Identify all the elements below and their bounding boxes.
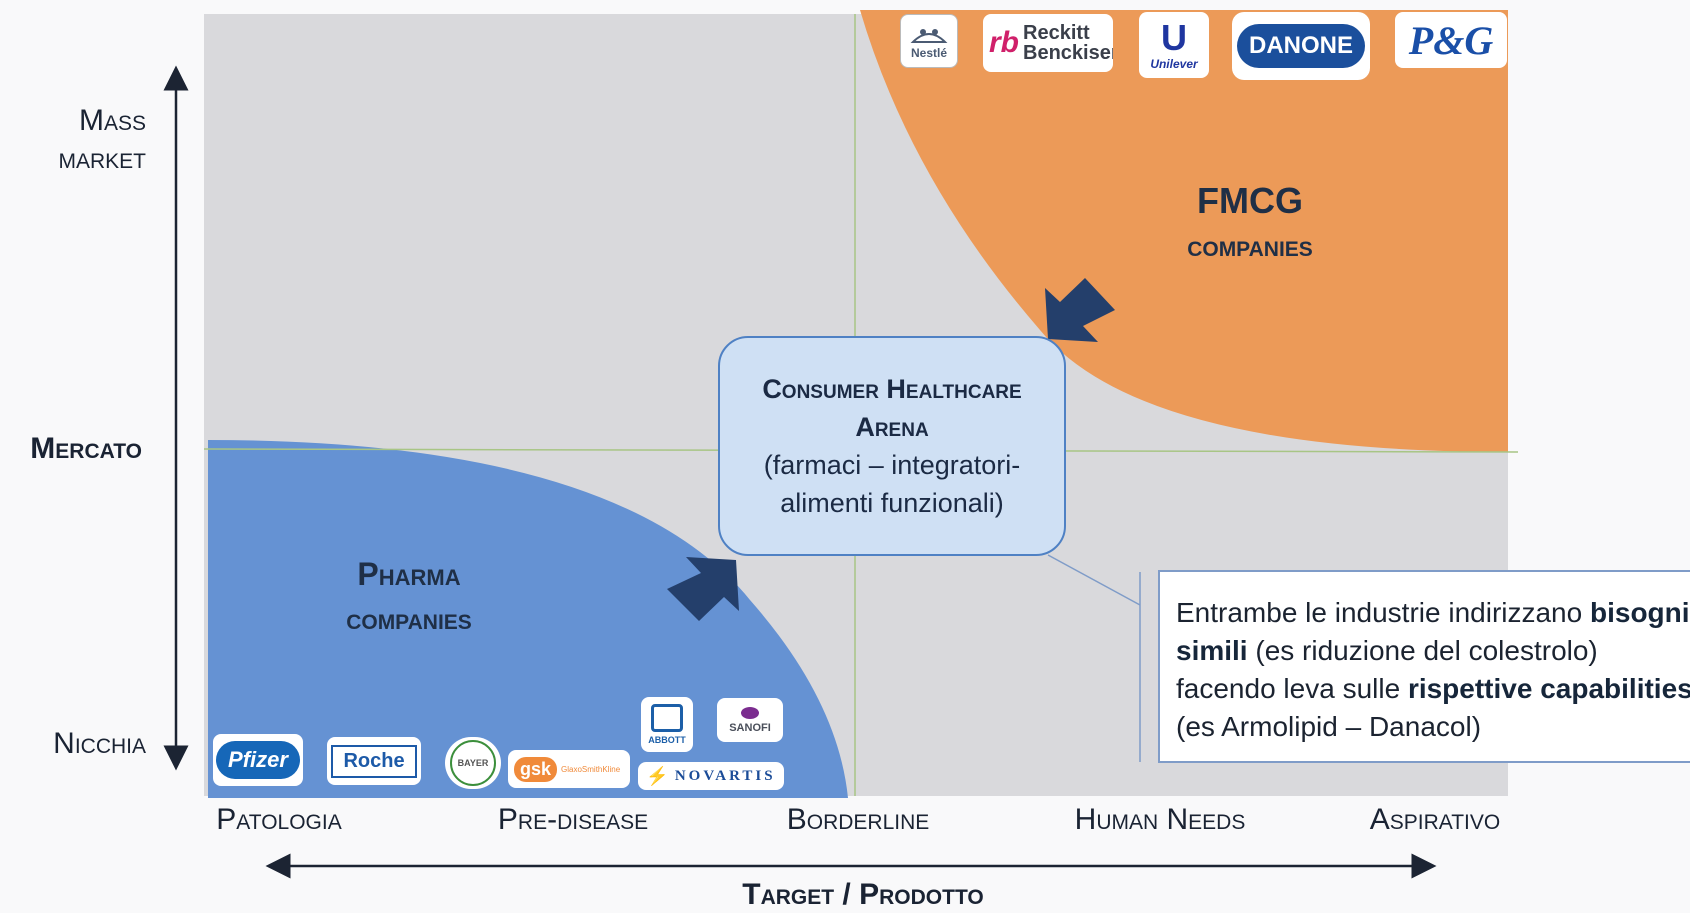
pharma-pointing-arrow	[667, 557, 739, 621]
bayer-logo: BAYER	[445, 737, 501, 789]
fmcg-title-line2: companies	[1187, 230, 1313, 263]
y-label-mass: Mass	[78, 104, 146, 137]
gsk-logo: gsk GlaxoSmithKline	[508, 750, 630, 788]
x-axis-title: Target / Prodotto	[742, 878, 984, 911]
gsk-text: gsk	[514, 756, 558, 782]
pg-text: P&G	[1408, 17, 1494, 63]
unilever-u-icon: U	[1161, 17, 1187, 58]
y-label-mercato: Mercato	[30, 432, 142, 465]
y-label-nicchia: Nicchia	[53, 727, 146, 760]
sanofi-text: SANOFI	[729, 721, 771, 734]
arena-desc-line1: (farmaci – integratori-	[763, 450, 1021, 480]
nest-bird-icon	[910, 29, 948, 43]
roche-logo: Roche	[327, 737, 421, 785]
y-label-market: market	[58, 142, 146, 175]
note-bold-1: bisogni simili	[1176, 597, 1690, 666]
danone-logo: DANONE	[1232, 12, 1370, 80]
bayer-text: BAYER	[450, 740, 496, 786]
x-label-aspirativo: Aspirativo	[1369, 803, 1501, 836]
pfizer-text: Pfizer	[216, 741, 300, 779]
abbott-logo: ABBOTT	[641, 697, 693, 752]
fmcg-title: FMCG companies	[1130, 180, 1370, 264]
arena-title-line2: Arena	[855, 412, 929, 442]
reckitt-text: Reckitt Benckiser	[1023, 23, 1113, 63]
danone-text: DANONE	[1236, 24, 1365, 68]
note-text-1: Entrambe le industrie indirizzano	[1176, 597, 1590, 628]
pfizer-logo: Pfizer	[213, 734, 303, 786]
arena-desc-line2: alimenti funzionali)	[780, 488, 1004, 518]
abbott-text: ABBOTT	[648, 735, 686, 745]
pg-logo: P&G	[1395, 12, 1507, 68]
reckitt-line2: Benckiser	[1023, 42, 1113, 64]
callout-connector	[1047, 554, 1141, 606]
consumer-healthcare-arena-box: Consumer Healthcare Arena (farmaci – int…	[718, 336, 1066, 556]
note-bold-2: rispettive capabilities	[1407, 673, 1690, 704]
note-text-2: (es riduzione del colestrolo) facendo le…	[1176, 635, 1598, 704]
sanofi-bird-icon	[741, 706, 759, 719]
note-callout: Entrambe le industrie indirizzano bisogn…	[1158, 570, 1690, 763]
arena-title-line1: Consumer Healthcare	[762, 374, 1022, 404]
gsk-sub-text: GlaxoSmithKline	[561, 764, 621, 774]
pharma-title-line1: Pharma	[357, 556, 461, 592]
note-text-3: (es Armolipid – Danacol)	[1176, 711, 1482, 742]
x-label-borderline: Borderline	[786, 803, 930, 836]
sanofi-logo: SANOFI	[717, 698, 783, 742]
novartis-text: NOVARTIS	[674, 767, 776, 784]
y-label-mass-market: Mass market	[58, 104, 146, 176]
fmcg-region	[860, 10, 1508, 452]
unilever-text: Unilever	[1150, 57, 1198, 71]
x-label-human-needs: Human Needs	[1074, 803, 1246, 836]
roche-text: Roche	[331, 744, 417, 778]
pharma-title: Pharma companies	[289, 556, 529, 637]
pharma-title-line2: companies	[346, 603, 472, 636]
x-label-patologia: Patologia	[216, 803, 342, 836]
reckitt-benckiser-logo: rb Reckitt Benckiser	[983, 14, 1113, 72]
nestle-logo: Nestlé	[900, 14, 958, 68]
unilever-logo: U Unilever	[1139, 12, 1209, 78]
x-label-pre-disease: Pre-disease	[497, 803, 649, 836]
fmcg-title-line1: FMCG	[1197, 180, 1303, 221]
abbott-mark-icon	[651, 704, 683, 732]
reckitt-line1: Reckitt	[1023, 22, 1090, 44]
novartis-flame-icon: ⚡	[646, 765, 669, 786]
nestle-text: Nestlé	[910, 46, 948, 60]
fmcg-pointing-arrow	[1045, 278, 1115, 342]
novartis-logo: ⚡ NOVARTIS	[638, 762, 784, 790]
reckitt-mark-icon: rb	[989, 26, 1019, 59]
